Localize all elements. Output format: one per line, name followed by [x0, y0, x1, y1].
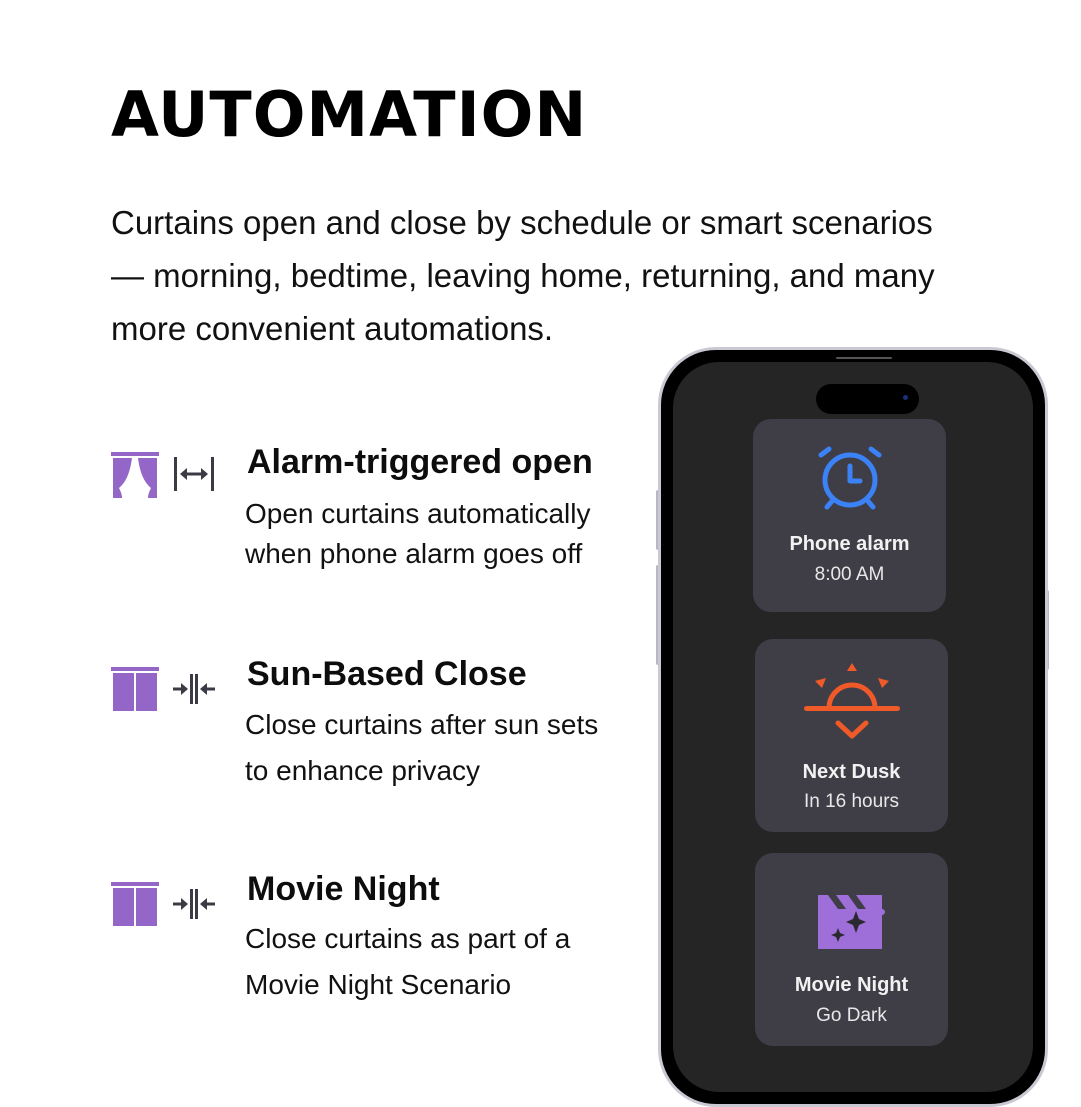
- collapse-arrows-icon: [173, 889, 215, 919]
- camera-icon: [903, 395, 908, 400]
- curtains-closed-icon: [111, 667, 159, 711]
- automation-card-dusk[interactable]: Next Dusk In 16 hours: [755, 639, 948, 832]
- card-title: Movie Night: [794, 974, 909, 996]
- feature-alarm-open: Alarm-triggered open Open curtains autom…: [110, 443, 640, 573]
- card-title: Phone alarm: [789, 533, 910, 555]
- feature-heading: Alarm-triggered open: [247, 443, 593, 481]
- curtains-closed-icon: [111, 882, 159, 926]
- automation-card-movie[interactable]: Movie Night Go Dark: [755, 853, 948, 1046]
- sunset-icon: [803, 663, 900, 739]
- card-title: Next Dusk: [802, 761, 901, 783]
- feature-heading: Sun-Based Close: [247, 655, 527, 693]
- feature-description: Close curtains after sun sets to enhance…: [245, 709, 599, 786]
- clapperboard-icon: [817, 895, 885, 949]
- curtains-open-icon: [111, 452, 159, 498]
- feature-description: Close curtains as part of a Movie Night …: [245, 923, 571, 1000]
- intro-line: — morning, bedtime, leaving home, return…: [111, 257, 935, 294]
- card-subtitle: 8:00 AM: [814, 564, 885, 585]
- page-title: AUTOMATION: [111, 78, 588, 151]
- feature-movie-night: Movie Night Close curtains as part of a …: [110, 870, 640, 1010]
- expand-arrows-icon: [174, 457, 214, 491]
- phone-speaker: [836, 357, 892, 359]
- collapse-arrows-icon: [173, 674, 215, 704]
- alarm-clock-icon: [818, 446, 881, 510]
- intro-paragraph: Curtains open and close by schedule or s…: [111, 196, 1021, 355]
- feature-heading: Movie Night: [247, 870, 440, 908]
- automation-card-alarm[interactable]: Phone alarm 8:00 AM: [753, 419, 946, 612]
- feature-sun-close: Sun-Based Close Close curtains after sun…: [110, 655, 640, 795]
- dynamic-island: [816, 384, 919, 414]
- card-subtitle: Go Dark: [816, 1005, 887, 1026]
- intro-line: Curtains open and close by schedule or s…: [111, 204, 933, 241]
- feature-description: Open curtains automatically when phone a…: [245, 498, 591, 569]
- card-subtitle: In 16 hours: [803, 791, 900, 812]
- intro-line: more convenient automations.: [111, 310, 554, 347]
